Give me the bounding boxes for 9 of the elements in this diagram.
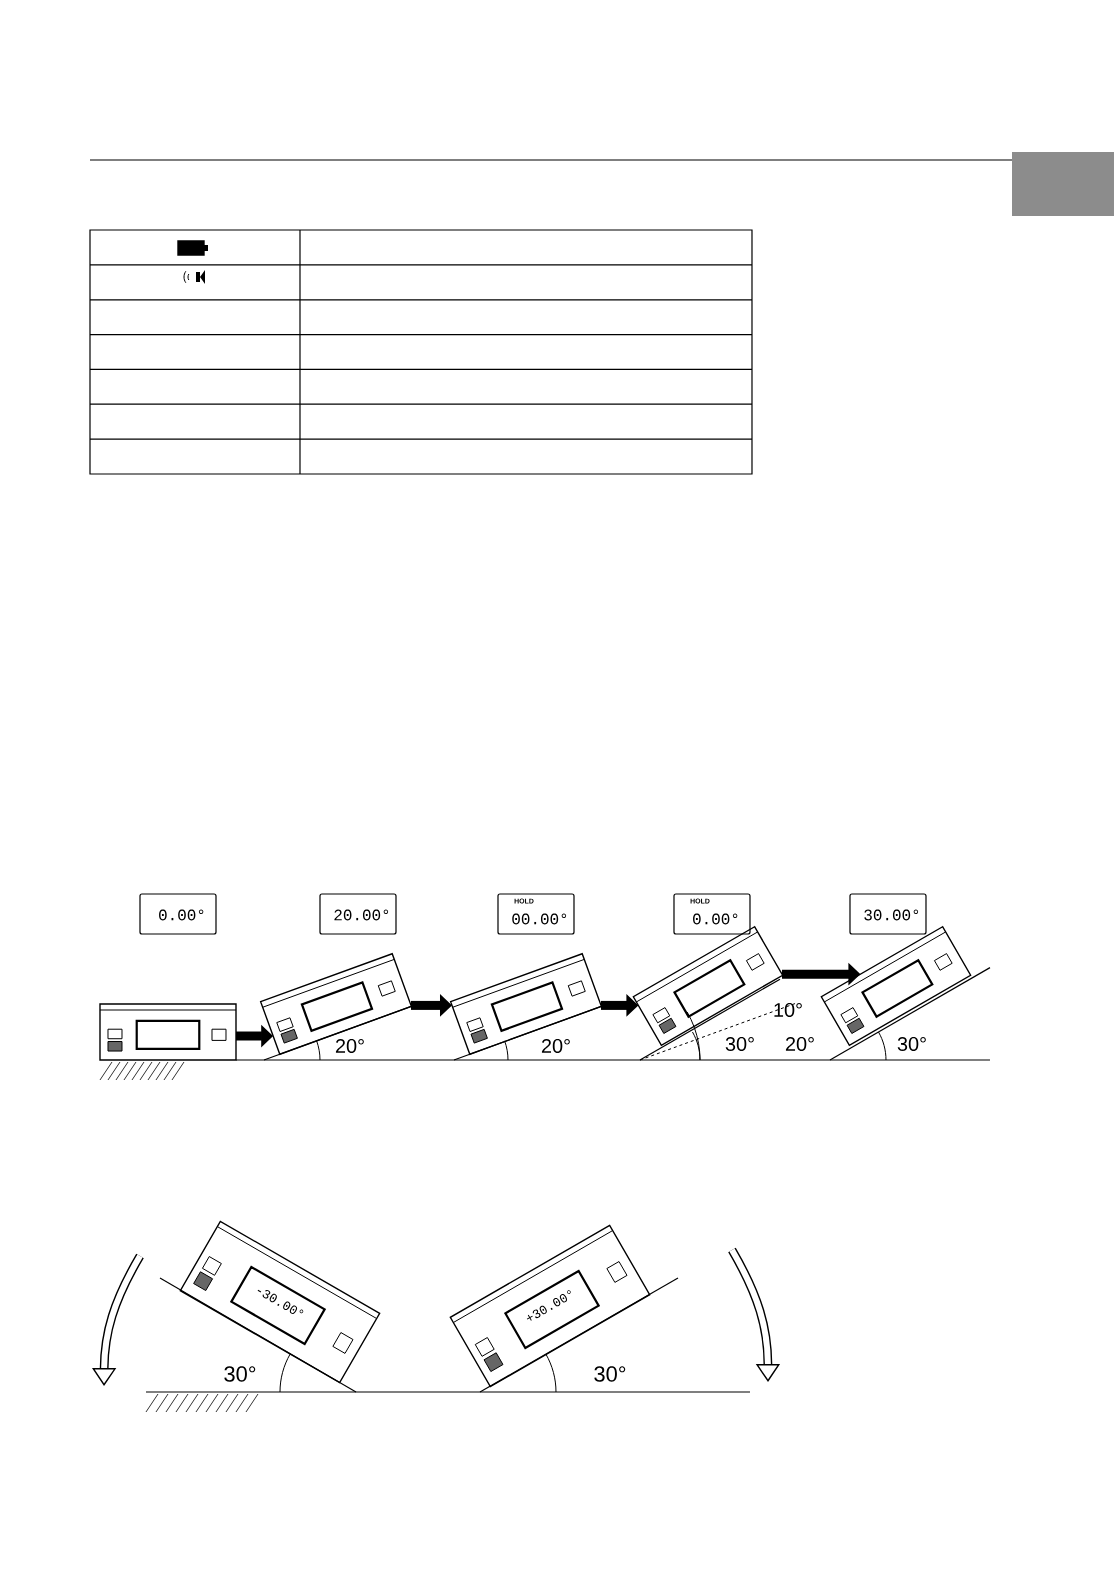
angle-label: 20° (541, 1038, 570, 1054)
angle-label: 20° (335, 1038, 364, 1054)
angle-label: 30° (594, 1366, 626, 1382)
level-device-drawing (99, 1003, 237, 1061)
angle-label: 10° (774, 1002, 802, 1018)
angle-label: 30° (897, 1036, 926, 1052)
angle-label: 20° (785, 1036, 814, 1052)
angle-label: 30° (224, 1366, 256, 1382)
angle-label: 30° (725, 1036, 754, 1052)
